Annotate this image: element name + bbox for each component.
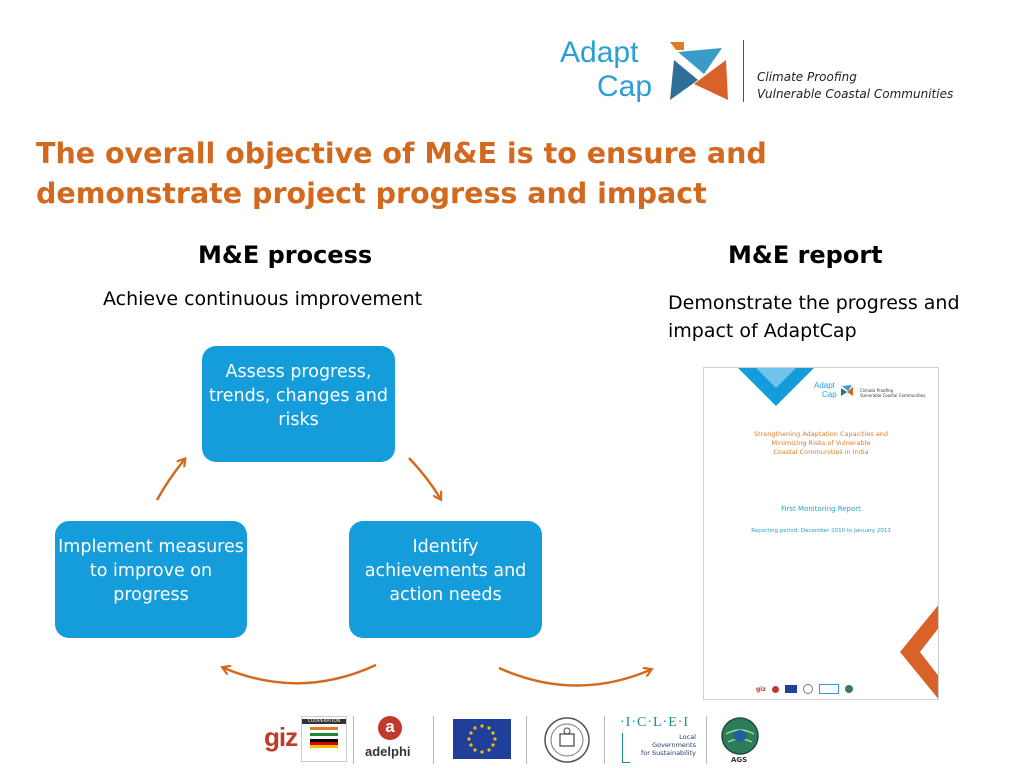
report-doc-subtitle: First Monitoring Report: [781, 505, 861, 513]
adaptcap-emblem-icon: [670, 42, 728, 100]
logo-text-cap: Cap: [597, 70, 653, 103]
arrow-assess-to-identify: [408, 457, 440, 498]
report-partner-logos: giz: [756, 684, 906, 694]
arrow-implement-to-assess: [155, 460, 184, 501]
iclei-title: ·I·C·L·E·I: [620, 715, 690, 730]
step-identify-box: Identify achievements and action needs: [349, 521, 542, 638]
iclei-local: Local: [679, 733, 696, 741]
report-subtitle: Demonstrate the progress and impact of A…: [668, 292, 960, 342]
iclei-governments: Governments: [652, 741, 696, 749]
footer-divider: [433, 716, 434, 764]
ags-label: AGS: [731, 756, 748, 764]
adelphi-label: adelphi: [365, 744, 411, 759]
report-doc-period: Reporting period: December 2010 to Janua…: [751, 528, 891, 534]
iclei-logo: ·I·C·L·E·I Local Governments for Sustain…: [620, 715, 698, 765]
process-heading: M&E process: [198, 241, 373, 269]
report-tagline-2: Vulnerable Coastal Communities: [860, 393, 926, 398]
cooperation-label: COOPERATION: [302, 719, 346, 724]
report-emblem-icon: [841, 385, 853, 396]
tagline-line-2: Vulnerable Coastal Communities: [757, 87, 954, 101]
avws-seal-icon: [544, 717, 590, 763]
footer-divider: [353, 716, 354, 764]
report-logo-cap: Cap: [822, 390, 837, 399]
giz-logo: giz: [264, 722, 298, 752]
footer-divider: [706, 716, 707, 764]
arrow-cycle-to-report: [498, 668, 650, 687]
iclei-sustainability: for Sustainability: [640, 749, 696, 757]
tagline-line-1: Climate Proofing: [757, 70, 857, 84]
report-doc-title-3: Coastal Communities in India: [773, 448, 869, 456]
logo-divider: [743, 40, 744, 102]
slide-title: The overall objective of M&E is to ensur…: [36, 137, 767, 210]
report-tagline-1: Climate Proofing: [860, 388, 894, 393]
step-implement-box: Implement measures to improve on progres…: [55, 521, 247, 638]
step-identify-label: Identify achievements and action needs: [364, 537, 527, 605]
report-heading: M&E report: [728, 241, 883, 269]
eu-flag-icon: [453, 719, 511, 759]
footer-divider: [526, 716, 527, 764]
logo-text-adapt: Adapt: [560, 36, 639, 69]
arrow-identify-to-implement: [224, 663, 377, 685]
footer-divider: [604, 716, 605, 764]
report-cover-graphics: [738, 368, 938, 699]
cooperation-badge-icon: COOPERATION: [301, 716, 347, 762]
step-implement-label: Implement measures to improve on progres…: [58, 537, 244, 605]
step-assess-box: Assess progress, trends, changes and ris…: [202, 346, 395, 462]
report-doc-title-2: Minimizing Risks of Vulnerable: [771, 439, 871, 447]
report-cover-thumbnail: Adapt Cap Climate Proofing Vulnerable Co…: [703, 367, 939, 700]
adelphi-icon: a: [378, 716, 402, 740]
report-doc-title-1: Strengthening Adaptation Capacities and: [753, 430, 888, 438]
report-logo-adapt: Adapt: [814, 381, 835, 390]
process-subtitle: Achieve continuous improvement: [103, 288, 423, 310]
step-assess-label: Assess progress, trends, changes and ris…: [209, 362, 388, 430]
ags-globe-icon: [721, 717, 759, 755]
